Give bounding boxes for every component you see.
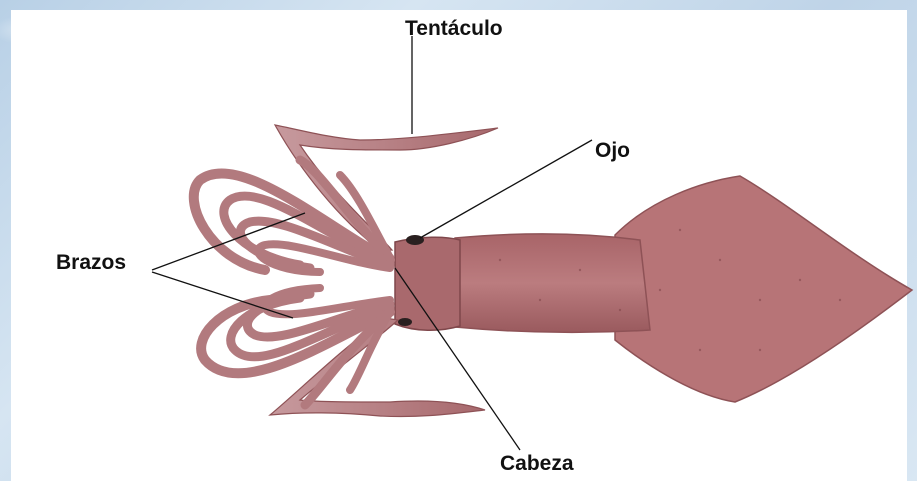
eye-icon-lower bbox=[398, 318, 412, 326]
label-eye: Ojo bbox=[595, 140, 630, 161]
squid-mantle bbox=[455, 234, 650, 333]
leader-line-eye bbox=[420, 140, 592, 238]
arms-upper bbox=[194, 160, 390, 272]
label-arms: Brazos bbox=[56, 252, 126, 273]
label-tentacle: Tentáculo bbox=[405, 18, 503, 39]
label-head: Cabeza bbox=[500, 453, 574, 474]
eye-icon bbox=[406, 235, 424, 245]
